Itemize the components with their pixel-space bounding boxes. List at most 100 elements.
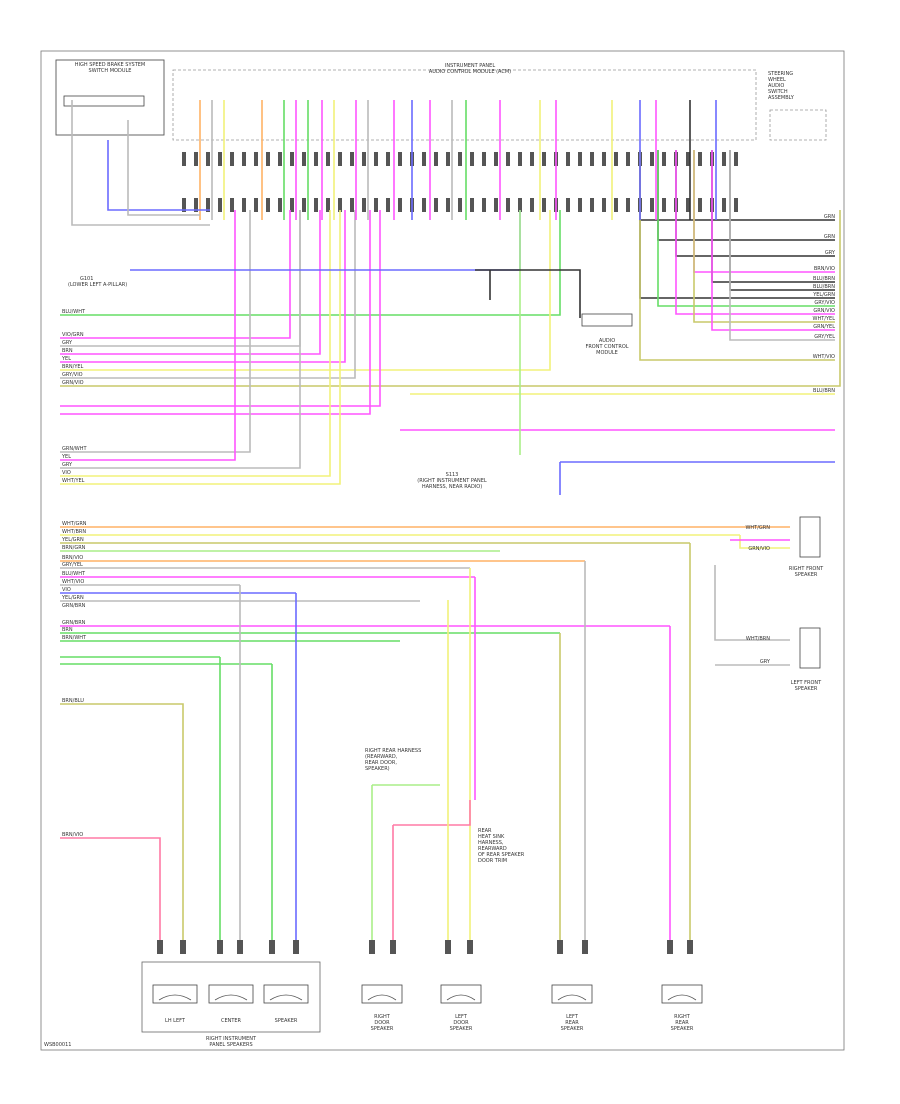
- brake-switch-inner: [63, 95, 145, 107]
- connector-pin: [386, 198, 390, 212]
- acm-title: INSTRUMENT PANEL: [445, 63, 495, 69]
- svg-text:RIGHT INSTRUMENT: RIGHT INSTRUMENT: [206, 1036, 257, 1042]
- svg-text:FRONT CONTROL: FRONT CONTROL: [585, 344, 628, 350]
- wire-label: BRN: [62, 627, 73, 633]
- wire: [60, 837, 161, 950]
- wire-label: WHT/YEL: [813, 316, 836, 322]
- wire: [60, 210, 841, 387]
- left-front-speaker-conn: [799, 627, 821, 669]
- connector-pin: [686, 198, 690, 212]
- wire-label: YEL/GRN: [812, 292, 835, 298]
- connector-pin: [350, 198, 354, 212]
- wire: [639, 150, 835, 361]
- wire-label: BRN: [62, 348, 73, 354]
- wire-label: WHT/GRN: [745, 525, 770, 531]
- svg-text:SPEAKER: SPEAKER: [795, 686, 818, 692]
- svg-text:RIGHT FRONT: RIGHT FRONT: [789, 566, 824, 572]
- wire-labels: BLU/WHTVIO/GRNGRYBRNYELBRN/YELGRY/VIOGRN…: [61, 214, 836, 838]
- connector-pin: [230, 152, 234, 166]
- connector-pin: [542, 198, 546, 212]
- brake-switch-module-box: [55, 59, 165, 136]
- door-speaker-label: RIGHT: [674, 1014, 691, 1020]
- connector-pin: [293, 940, 299, 954]
- right-rear-harness-label: RIGHT REAR HARNESS (REARWARD, REAR DOOR,…: [365, 748, 421, 772]
- svg-text:AUDIO: AUDIO: [768, 83, 784, 89]
- wire: [127, 120, 200, 216]
- connector-pin: [458, 198, 462, 212]
- wire-label: GRY/VIO: [62, 372, 83, 378]
- acm-sub: AUDIO CONTROL MODULE (ACM): [429, 69, 511, 75]
- connector-pin: [518, 198, 522, 212]
- wire: [60, 210, 341, 485]
- wire: [393, 800, 471, 826]
- svg-text:(LOWER LEFT A-PILLAR): (LOWER LEFT A-PILLAR): [68, 282, 127, 288]
- wire: [60, 210, 321, 355]
- connector-pin: [734, 152, 738, 166]
- svg-text:DOOR TRIM: DOOR TRIM: [478, 858, 507, 864]
- connector-pin: [266, 198, 270, 212]
- connector-pin: [338, 198, 342, 212]
- wire-label: GRY: [62, 340, 73, 346]
- connector-pin: [582, 940, 588, 954]
- wire-label: VIO: [62, 587, 71, 593]
- connector-pin: [386, 152, 390, 166]
- wire-label: VIO/GRN: [62, 332, 84, 338]
- wire-label: WHT/VIO: [62, 579, 84, 585]
- connector-pin: [482, 152, 486, 166]
- svg-text:REAR DOOR,: REAR DOOR,: [365, 760, 397, 766]
- wire: [714, 565, 790, 641]
- wire: [657, 150, 835, 241]
- connector-pin: [662, 198, 666, 212]
- wire-label: YEL/GRN: [61, 595, 84, 601]
- right-front-speaker-label: RIGHT FRONT SPEAKER: [789, 566, 824, 578]
- connector-pin: [722, 152, 726, 166]
- connector-pin: [362, 198, 366, 212]
- wire-label: GRN/WHT: [62, 446, 87, 452]
- connector-pin: [662, 152, 666, 166]
- wires-layer: [60, 100, 841, 950]
- connector-pin: [626, 198, 630, 212]
- speaker-cone: [446, 994, 476, 1001]
- connector-pin: [157, 940, 163, 954]
- wire: [60, 210, 236, 461]
- svg-text:OF REAR SPEAKER: OF REAR SPEAKER: [478, 852, 525, 858]
- svg-text:AUDIO: AUDIO: [599, 338, 615, 344]
- connector-pin: [602, 198, 606, 212]
- connector-pin: [557, 940, 563, 954]
- svg-text:HARNESS,: HARNESS,: [478, 840, 504, 846]
- wire-label: BRN/GRN: [62, 545, 86, 551]
- wire: [60, 210, 301, 347]
- connector-pin: [278, 198, 282, 212]
- wire-label: GRN/YEL: [813, 324, 835, 330]
- connector-pin: [194, 152, 198, 166]
- connector-pin: [602, 152, 606, 166]
- connector-pin: [374, 152, 378, 166]
- door-speaker-label: SPEAKER: [450, 1026, 473, 1032]
- wire-label: GRY: [62, 462, 73, 468]
- connector-pin: [494, 198, 498, 212]
- door-speaker: [551, 984, 593, 1004]
- wire: [657, 150, 835, 307]
- wire-label: GRY: [825, 250, 836, 256]
- wire-label: BRN/YEL: [62, 364, 84, 370]
- connector-pin: [434, 198, 438, 212]
- wire-label: WHT/GRN: [62, 521, 87, 527]
- audio-front-control-label: AUDIO FRONT CONTROL MODULE: [585, 338, 628, 356]
- wire-label: BLU/BRN: [813, 388, 835, 394]
- connector-pin: [590, 152, 594, 166]
- connector-pin: [206, 198, 210, 212]
- connector-pin: [390, 940, 396, 954]
- connector-pin: [686, 152, 690, 166]
- diagram-frame: [40, 50, 845, 1051]
- panel-speakers-box: [141, 961, 321, 1033]
- connector-pin: [446, 152, 450, 166]
- connector-pin: [269, 940, 275, 954]
- wire: [60, 210, 551, 371]
- connector-pin: [230, 198, 234, 212]
- connector-pin: [290, 152, 294, 166]
- wire: [60, 210, 331, 477]
- wire-label: WHT/BRN: [746, 636, 770, 642]
- connector-pin: [422, 198, 426, 212]
- wire-label: YEL/GRN: [61, 537, 84, 543]
